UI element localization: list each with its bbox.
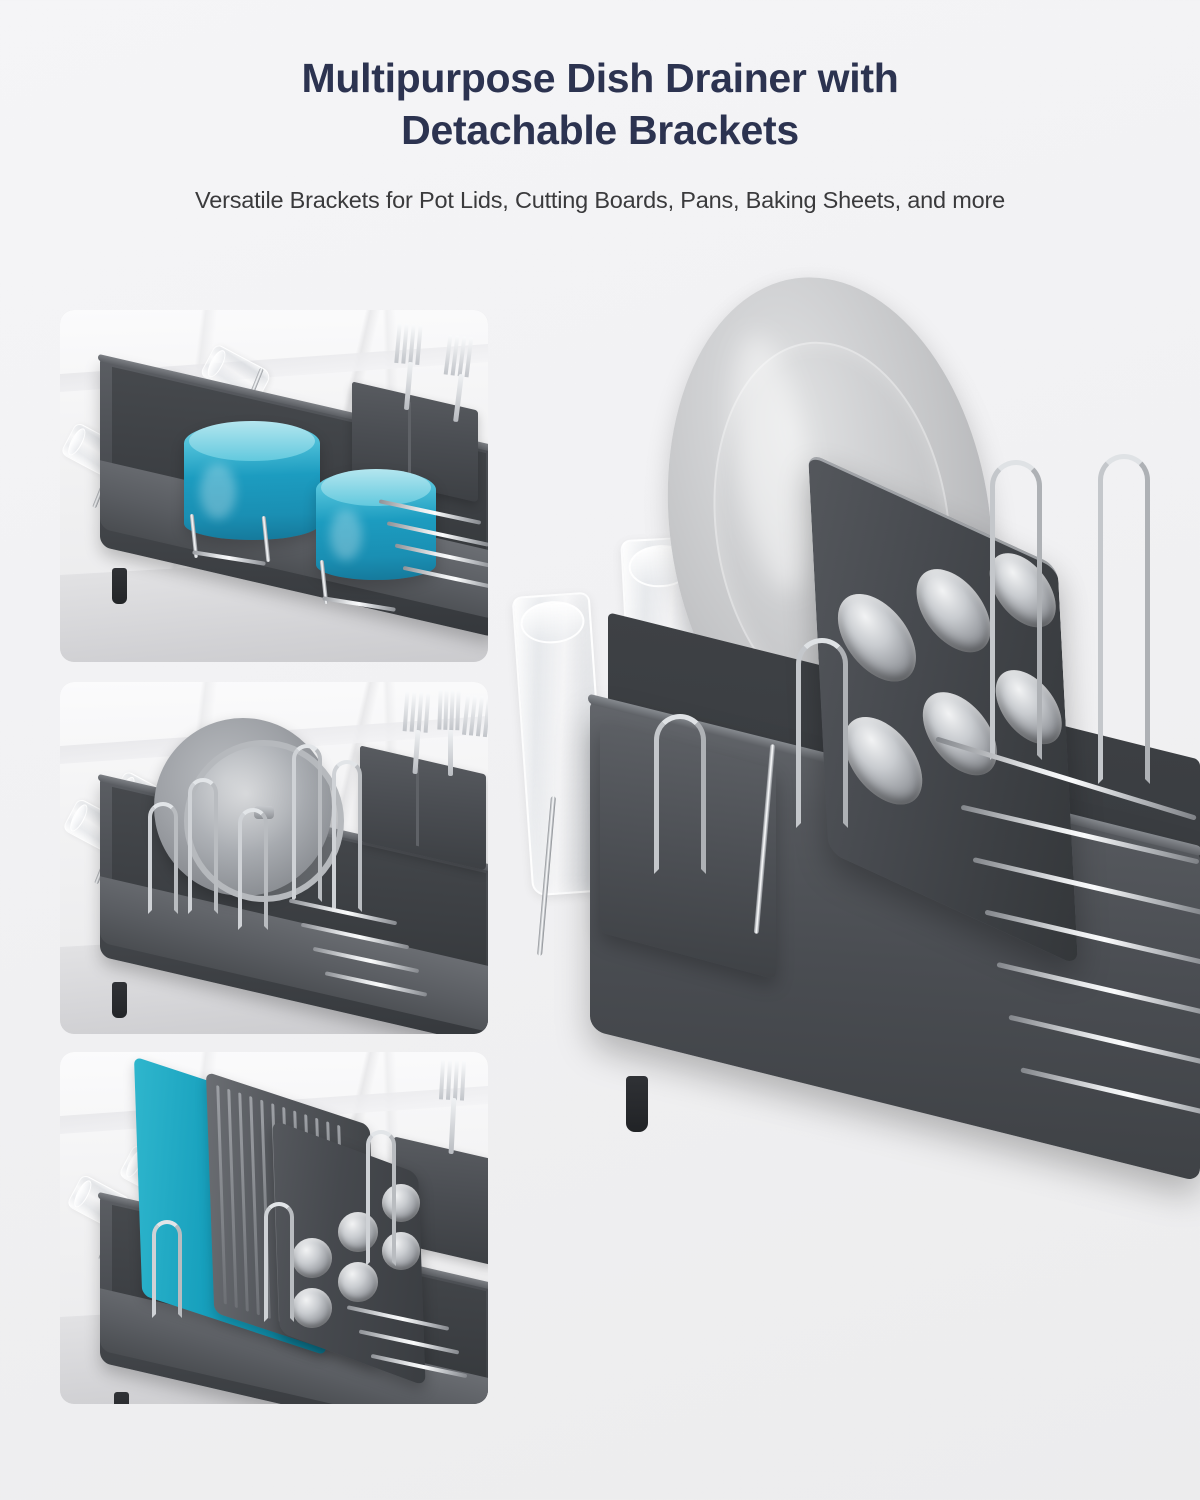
drainer-foot [626, 1076, 648, 1132]
fork-icon [443, 334, 475, 378]
muffin-cup [292, 1288, 332, 1328]
drainer-foot [112, 568, 127, 604]
whisk-handle [448, 730, 453, 776]
bracket-hoop [366, 1130, 396, 1266]
bracket-hoop [332, 760, 362, 912]
drainer-foot [112, 982, 127, 1018]
thumbnail-pots[interactable] [60, 310, 488, 662]
caddy-divider [408, 401, 411, 479]
bracket-hoop [152, 1220, 182, 1318]
teal-pot-small [316, 469, 436, 580]
teal-pot-large [184, 421, 320, 540]
headline-line-1: Multipurpose Dish Drainer with [301, 55, 899, 101]
page-title: Multipurpose Dish Drainer with Detachabl… [0, 52, 1200, 157]
page-subtitle: Versatile Brackets for Pot Lids, Cutting… [195, 186, 1005, 213]
bracket-hoop [188, 778, 218, 914]
bracket-hoop [654, 714, 706, 874]
fork-icon [402, 691, 432, 733]
fork-icon [438, 1059, 467, 1101]
product-imagery-stage [0, 246, 1200, 1500]
thumbnail-bakeware[interactable] [60, 1052, 488, 1404]
muffin-cup [292, 1238, 332, 1278]
bracket-hoop [990, 460, 1042, 760]
bracket-hoop [148, 802, 178, 914]
fork-icon [461, 694, 488, 738]
bracket-hoop [264, 1202, 294, 1322]
muffin-cup [842, 702, 925, 819]
bracket-hoop [292, 744, 322, 902]
bracket-hoop [1098, 454, 1150, 784]
hero-product-image[interactable] [500, 256, 1200, 1436]
muffin-cup [920, 678, 999, 789]
muffin-cup [914, 555, 993, 666]
muffin-cup [835, 579, 918, 696]
drainer-foot [114, 1392, 129, 1404]
whisk-icon [437, 689, 464, 731]
fork-icon [394, 322, 423, 365]
caddy-divider [416, 765, 419, 847]
muffin-cup [338, 1262, 378, 1302]
bracket-hoop [238, 808, 268, 930]
thumbnail-pot-lids[interactable] [60, 682, 488, 1034]
banner-header: Multipurpose Dish Drainer with Detachabl… [0, 0, 1200, 215]
headline-line-2: Detachable Brackets [401, 107, 799, 154]
bracket-hoop [796, 638, 848, 828]
